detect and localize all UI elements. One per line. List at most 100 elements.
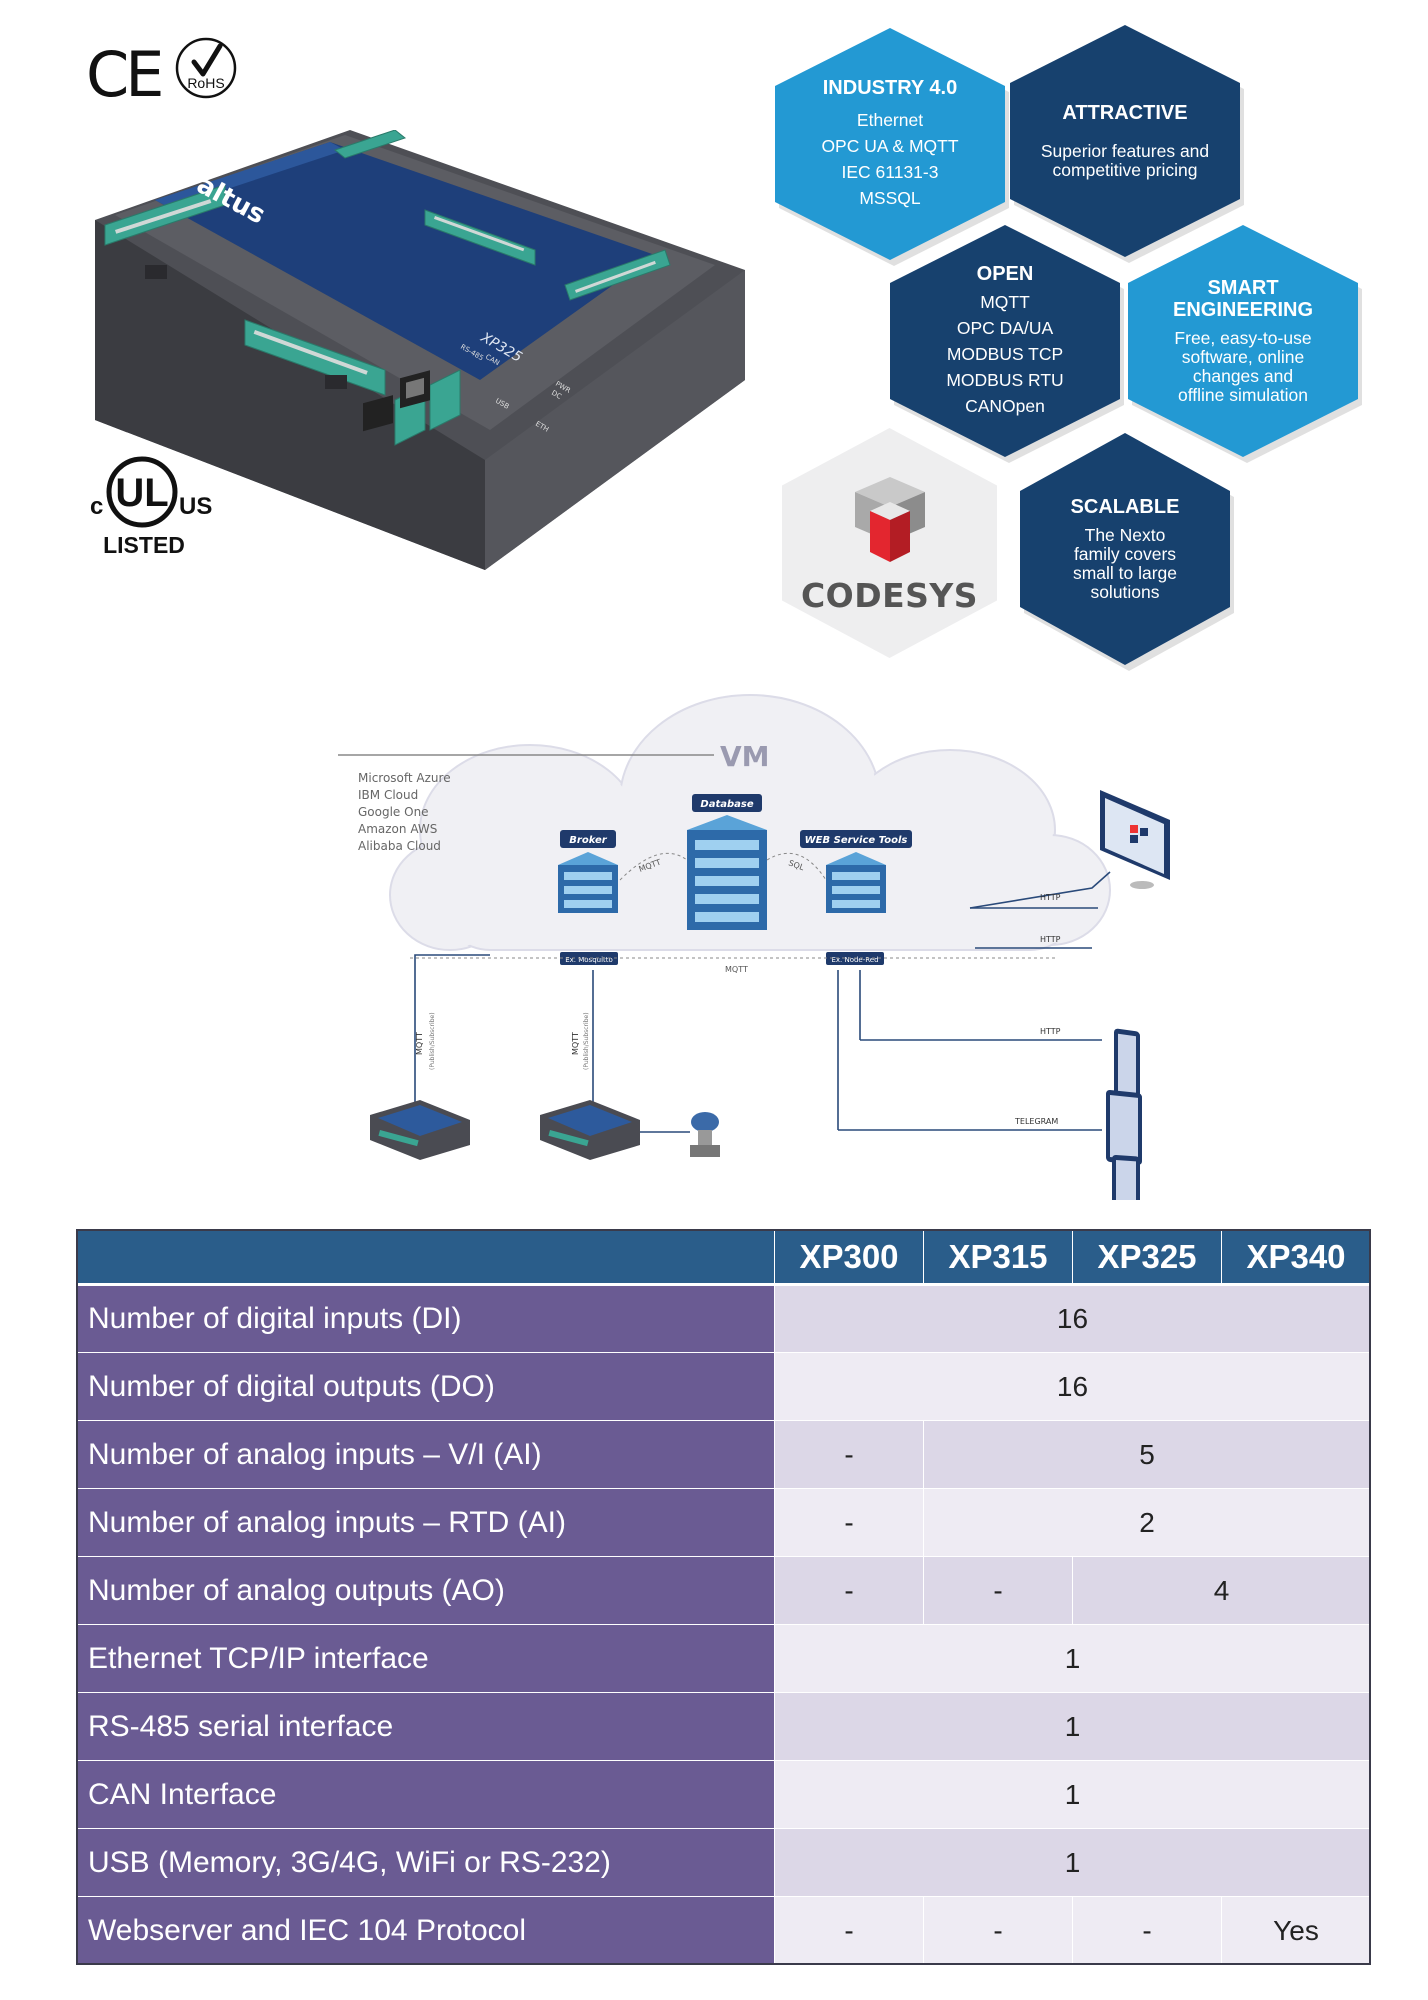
rohs-label: RoHS bbox=[187, 75, 224, 91]
table-header-model: XP315 bbox=[923, 1230, 1073, 1286]
database-server-icon bbox=[687, 815, 767, 930]
broker-sub-label: Ex. Mosquitto bbox=[565, 956, 613, 964]
row-value: - bbox=[923, 1896, 1073, 1965]
cloud-architecture-diagram: VM Microsoft Azure IBM Cloud Google One … bbox=[338, 694, 1170, 1200]
row-value: - bbox=[774, 1556, 924, 1625]
row-label: Number of analog inputs – V/I (AI) bbox=[77, 1420, 775, 1489]
hex-open-line: MODBUS TCP bbox=[946, 344, 1064, 364]
plc-device-icon bbox=[540, 1100, 640, 1160]
desktop-monitor-icon bbox=[1100, 790, 1170, 889]
mqtt-bus-label: MQTT bbox=[725, 965, 748, 974]
table-row: Number of digital outputs (DO) 16 bbox=[77, 1352, 1371, 1421]
telegram-label: TELEGRAM bbox=[1014, 1117, 1058, 1126]
database-label: Database bbox=[700, 799, 753, 810]
ce-mark: CE bbox=[86, 38, 164, 111]
row-value: - bbox=[923, 1556, 1073, 1625]
cloud-provider: Alibaba Cloud bbox=[358, 839, 441, 853]
cloud-provider: Amazon AWS bbox=[358, 822, 437, 836]
hex-smart-line: software, online bbox=[1181, 347, 1305, 367]
hex-smart-title: ENGINEERING bbox=[1172, 299, 1314, 321]
hex-scalable-line: small to large bbox=[1072, 563, 1178, 583]
row-value: 1 bbox=[774, 1624, 1371, 1693]
row-label: Number of analog outputs (AO) bbox=[77, 1556, 775, 1625]
hex-smart-line: offline simulation bbox=[1177, 385, 1309, 405]
broker-label: Broker bbox=[569, 835, 608, 846]
hex-smart-title: SMART bbox=[1207, 277, 1279, 299]
table-header-corner bbox=[77, 1230, 775, 1286]
row-label: Number of digital outputs (DO) bbox=[77, 1352, 775, 1421]
row-value: 1 bbox=[774, 1828, 1371, 1897]
row-label: Webserver and IEC 104 Protocol bbox=[77, 1896, 775, 1965]
ul-c-text: c bbox=[90, 493, 103, 520]
hex-industry-title: INDUSTRY 4.0 bbox=[822, 77, 958, 99]
http-label: HTTP bbox=[1040, 935, 1061, 944]
hex-smart-line: Free, easy-to-use bbox=[1174, 328, 1312, 348]
publish-subscribe-label: (Publish/Subscribe) bbox=[583, 1012, 590, 1070]
plc-device-icon bbox=[370, 1100, 470, 1160]
hex-open-line: MODBUS RTU bbox=[946, 370, 1064, 390]
broker-server-icon bbox=[558, 852, 618, 913]
row-label: Number of analog inputs – RTD (AI) bbox=[77, 1488, 775, 1557]
codesys-wordmark: CODESYS bbox=[800, 575, 979, 615]
row-value: 1 bbox=[774, 1692, 1371, 1761]
table-row: CAN Interface 1 bbox=[77, 1760, 1371, 1829]
hex-scalable-title: SCALABLE bbox=[1070, 496, 1180, 518]
table-row: Number of analog inputs – V/I (AI) - 5 bbox=[77, 1420, 1371, 1489]
table-row: Ethernet TCP/IP interface 1 bbox=[77, 1624, 1371, 1693]
cloud-provider: IBM Cloud bbox=[358, 788, 418, 802]
row-value: Yes bbox=[1221, 1896, 1371, 1965]
hex-attractive-line: Superior features and bbox=[1040, 141, 1210, 161]
cloud-provider: Microsoft Azure bbox=[358, 771, 451, 785]
table-header-model: XP325 bbox=[1072, 1230, 1222, 1286]
hex-attractive: ATTRACTIVE Superior features and competi… bbox=[1010, 25, 1240, 257]
row-value: - bbox=[774, 1488, 924, 1557]
row-value: - bbox=[1072, 1896, 1222, 1965]
table-row: Number of analog inputs – RTD (AI) - 2 bbox=[77, 1488, 1371, 1557]
row-value: 16 bbox=[774, 1284, 1371, 1353]
table-header-model: XP340 bbox=[1221, 1230, 1371, 1286]
http-label: HTTP bbox=[1040, 1027, 1061, 1036]
hex-open-line: OPC DA/UA bbox=[956, 318, 1054, 338]
row-value: 5 bbox=[923, 1420, 1371, 1489]
table-row: Number of digital inputs (DI) 16 bbox=[77, 1284, 1371, 1353]
table-row: Webserver and IEC 104 Protocol - - - Yes bbox=[77, 1896, 1371, 1965]
http-label: HTTP bbox=[1040, 893, 1061, 902]
table-row: Number of analog outputs (AO) - - 4 bbox=[77, 1556, 1371, 1625]
row-label: RS-485 serial interface bbox=[77, 1692, 775, 1761]
hex-industry-line: MSSQL bbox=[859, 188, 921, 208]
web-tools-label: WEB Service Tools bbox=[805, 835, 908, 846]
ul-listed-mark: UL c US LISTED bbox=[90, 456, 212, 556]
table-row: RS-485 serial interface 1 bbox=[77, 1692, 1371, 1761]
hex-codesys: CODESYS bbox=[782, 428, 997, 658]
row-label: Ethernet TCP/IP interface bbox=[77, 1624, 775, 1693]
hex-industry-line: IEC 61131-3 bbox=[841, 162, 939, 182]
table-header-model: XP300 bbox=[774, 1230, 924, 1286]
row-value: 2 bbox=[923, 1488, 1371, 1557]
hex-smart-engineering: SMART ENGINEERING Free, easy-to-use soft… bbox=[1128, 225, 1358, 457]
web-server-icon bbox=[826, 852, 886, 913]
ul-us-text: US bbox=[179, 493, 212, 520]
codesys-cube-icon bbox=[854, 476, 925, 562]
web-sub-label: Ex. Node-Red bbox=[831, 956, 878, 964]
row-label: Number of digital inputs (DI) bbox=[77, 1284, 775, 1353]
hex-attractive-line: competitive pricing bbox=[1052, 160, 1198, 180]
row-value: 4 bbox=[1072, 1556, 1371, 1625]
ul-mark-text: UL bbox=[115, 471, 168, 515]
hex-smart-line: changes and bbox=[1192, 366, 1294, 386]
hex-attractive-title: ATTRACTIVE bbox=[1062, 102, 1188, 124]
hex-industry-line: OPC UA & MQTT bbox=[821, 136, 959, 156]
hex-scalable-line: solutions bbox=[1090, 582, 1160, 602]
hex-open-line: MQTT bbox=[980, 292, 1030, 312]
hex-scalable-line: The Nexto bbox=[1084, 525, 1166, 545]
vm-label: VM bbox=[720, 740, 770, 773]
mqtt-vertical-label: MQTT bbox=[415, 1032, 424, 1055]
row-value: - bbox=[774, 1420, 924, 1489]
plc-device-image: altus XP325 USB ETH PWR DC CAN RS-485 bbox=[95, 130, 745, 570]
mqtt-vertical-label: MQTT bbox=[571, 1032, 580, 1055]
specifications-table: XP300 XP315 XP325 XP340 Number of digita… bbox=[77, 1230, 1371, 1965]
hex-open-title: OPEN bbox=[976, 263, 1034, 285]
hex-industry-line: Ethernet bbox=[856, 110, 924, 130]
table-header-row: XP300 XP315 XP325 XP340 bbox=[77, 1230, 1371, 1286]
row-value: - bbox=[774, 1896, 924, 1965]
row-label: USB (Memory, 3G/4G, WiFi or RS-232) bbox=[77, 1828, 775, 1897]
